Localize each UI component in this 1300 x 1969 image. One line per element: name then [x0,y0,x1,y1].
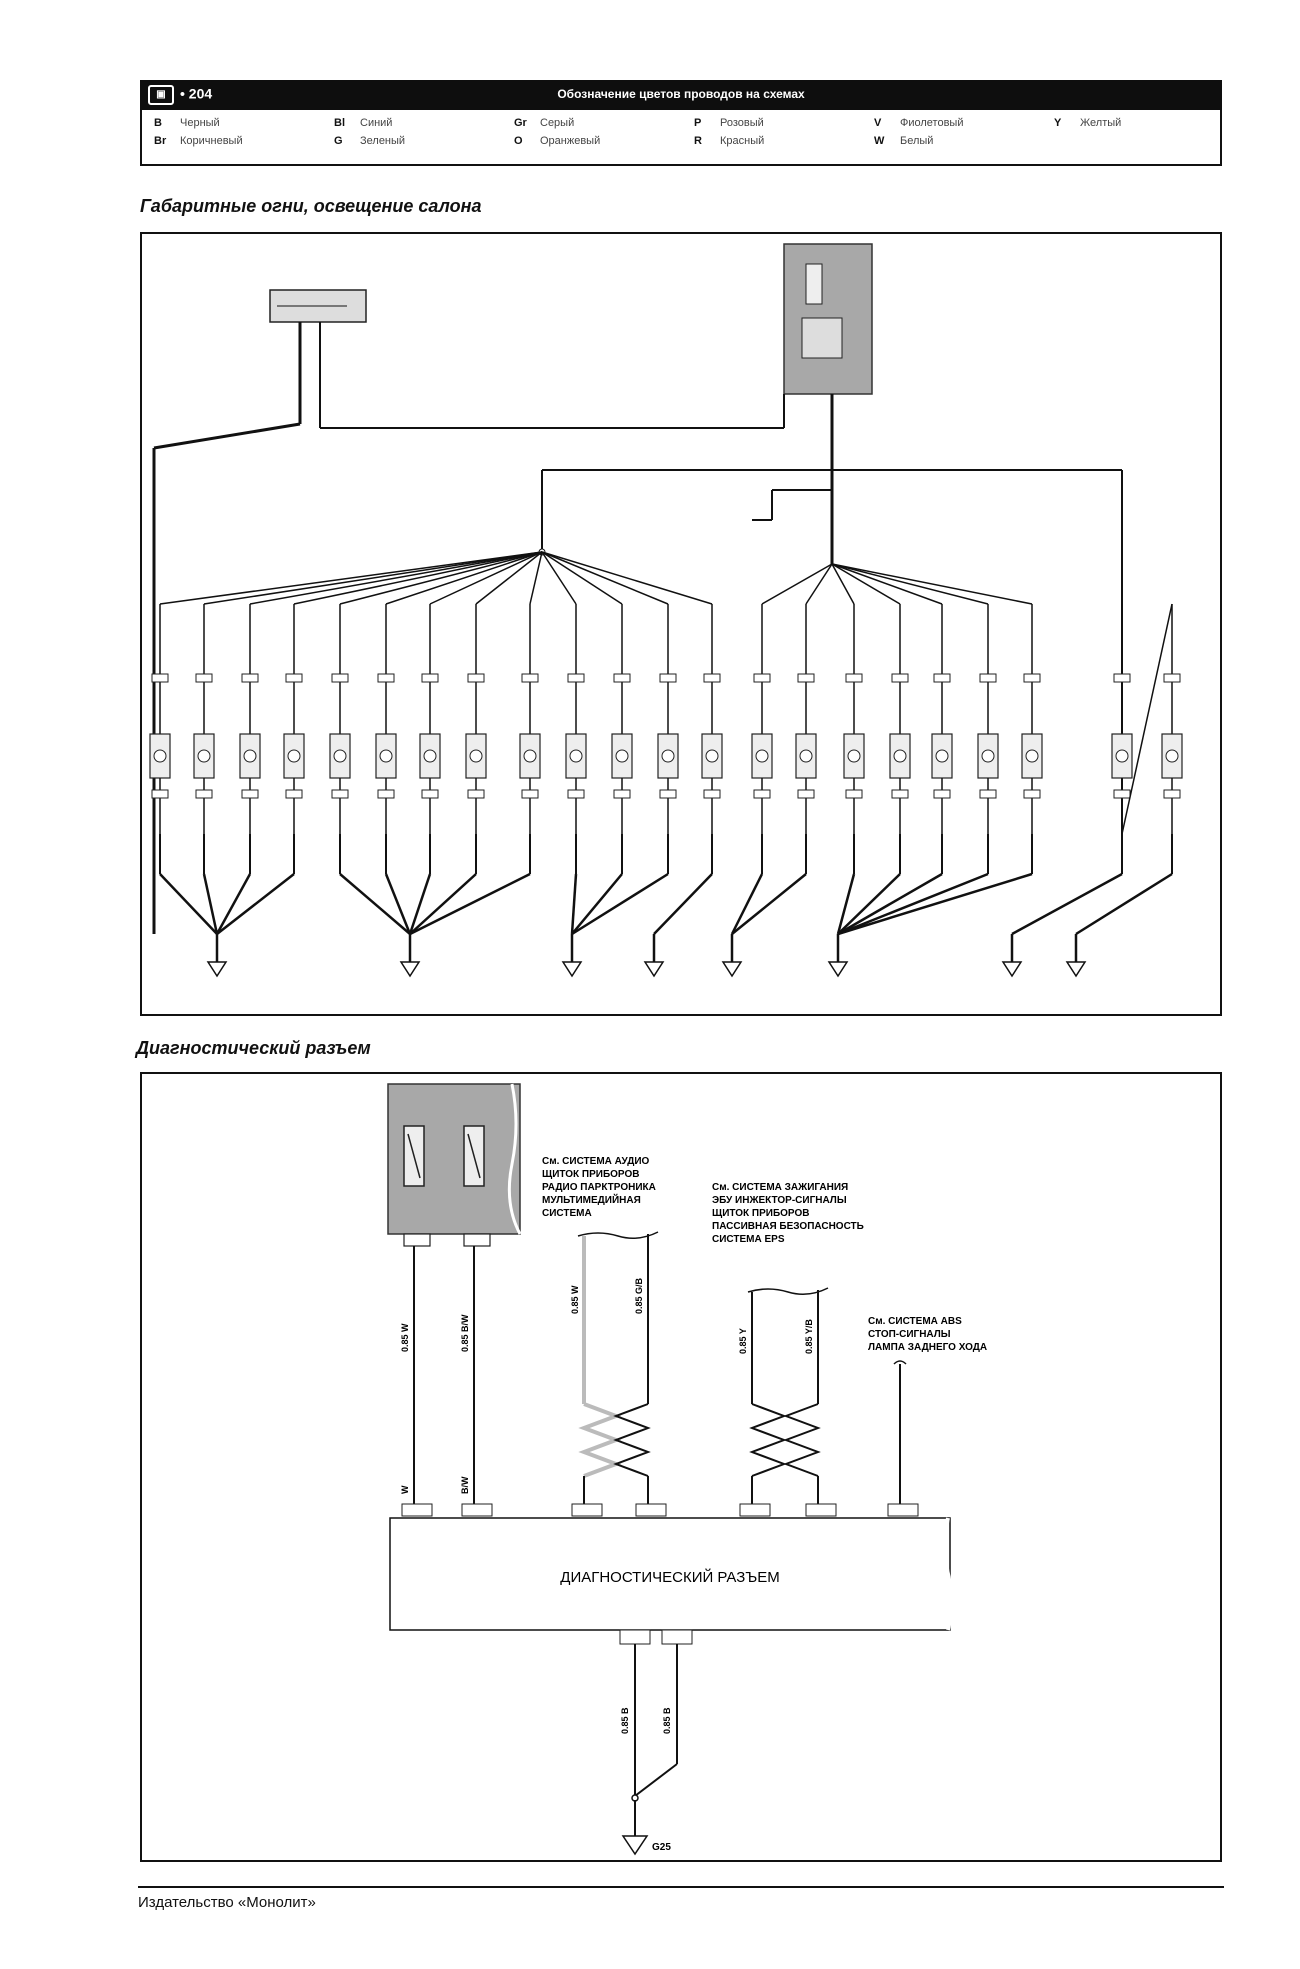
svg-text:0.85 W: 0.85 W [570,1285,580,1314]
svg-text:СТОП-СИГНАЛЫ: СТОП-СИГНАЛЫ [868,1329,951,1340]
ground-symbol [399,961,421,978]
bulb-icon [799,749,813,763]
ground-symbol [621,1835,649,1856]
section-title-diagnostic: Диагностический разъем [136,1038,371,1058]
svg-text:См. СИСТЕМА ЗАЖИГАНИЯ: См. СИСТЕМА ЗАЖИГАНИЯ [712,1182,848,1193]
ground-symbol [1065,961,1087,978]
bulb-icon [893,749,907,763]
lights-wiring-diagram [149,243,1183,978]
bulb-icon [935,749,949,763]
ground-symbol [827,961,849,978]
svg-text:СИСТЕМА EPS: СИСТЕМА EPS [712,1234,785,1245]
note-abs: См. СИСТЕМА ABS СТОП-СИГНАЛЫ ЛАМПА ЗАДНЕ… [868,1316,987,1353]
book-icon: ▣ [148,85,174,105]
ground-label: G25 [652,1842,671,1853]
svg-text:0.85 W: 0.85 W [400,1323,410,1352]
bulb-icon [379,749,393,763]
bulb-icon [981,749,995,763]
ground-symbol [721,961,743,978]
bulb-icon [287,749,301,763]
diagnostic-connector [389,1517,951,1631]
bulb-icon [469,749,483,763]
svg-text:РАДИО ПАРКТРОНИКА: РАДИО ПАРКТРОНИКА [542,1182,656,1193]
section-title-lights: Габаритные огни, освещение салона [140,196,482,216]
bulb-icon [523,749,537,763]
legend-header-bar: ▣• 204 Обозначение цветов проводов на сх… [140,80,1222,110]
bulb-icon [1165,749,1179,763]
connector-pins-top [401,1503,919,1517]
page-number-value: 204 [188,85,213,102]
page-number: ▣• 204 [148,85,212,105]
bulb-icon [197,749,211,763]
note-ignition: См. СИСТЕМА ЗАЖИГАНИЯ ЭБУ ИНЖЕКТОР-СИГНА… [712,1182,864,1245]
ground-symbol [561,961,583,978]
diagnostic-connector-label: ДИАГНОСТИЧЕСКИЙ РАЗЪЕМ [560,1568,779,1586]
svg-text:СИСТЕМА: СИСТЕМА [542,1208,592,1219]
ground-symbol [643,961,665,978]
svg-text:МУЛЬТИМЕДИЙНАЯ: МУЛЬТИМЕДИЙНАЯ [542,1193,641,1206]
svg-text:См. СИСТЕМА АУДИО: См. СИСТЕМА АУДИО [542,1156,650,1167]
relay-top [801,317,843,359]
bulb-icon [615,749,629,763]
svg-text:ЛАМПА ЗАДНЕГО ХОДА: ЛАМПА ЗАДНЕГО ХОДА [868,1342,987,1353]
note-audio: См. СИСТЕМА АУДИО ЩИТОК ПРИБОРОВ РАДИО П… [542,1156,656,1219]
svg-text:ПАССИВНАЯ БЕЗОПАСНОСТЬ: ПАССИВНАЯ БЕЗОПАСНОСТЬ [712,1221,864,1232]
bulb-icon [847,749,861,763]
ground-symbol [206,961,228,978]
ground-symbol [1001,961,1023,978]
diagram-frame-diagnostic: 0.85 W 0.85 B/W W B/W См. СИСТЕМА АУДИО … [140,1072,1222,1862]
footer-divider [138,1886,1224,1888]
bulb-icon [661,749,675,763]
bulb-icon [705,749,719,763]
svg-text:0.85 Y: 0.85 Y [738,1328,748,1354]
publisher-footer: Издательство «Монолит» [138,1894,316,1911]
bulb-icon [423,749,437,763]
svg-text:0.85 G/B: 0.85 G/B [634,1277,644,1314]
bulb-icon [153,749,167,763]
svg-text:W: W [400,1485,410,1494]
bulb-icon [333,749,347,763]
diagram-frame-lights [140,232,1222,1016]
fuse-top-1 [805,263,823,305]
svg-text:0.85 B: 0.85 B [620,1707,630,1734]
bulb-icon [243,749,257,763]
svg-text:ЩИТОК ПРИБОРОВ: ЩИТОК ПРИБОРОВ [542,1169,639,1180]
bulb-icon [1115,749,1129,763]
svg-text:0.85 Y/B: 0.85 Y/B [804,1319,814,1354]
svg-text:0.85 B/W: 0.85 B/W [460,1314,470,1352]
bulb-icon [755,749,769,763]
bulb-icon [1025,749,1039,763]
legend-title: Обозначение цветов проводов на схемах [557,87,805,101]
svg-text:ЭБУ ИНЖЕКТОР-СИГНАЛЫ: ЭБУ ИНЖЕКТОР-СИГНАЛЫ [712,1195,847,1206]
svg-text:B/W: B/W [460,1476,470,1494]
svg-text:ЩИТОК ПРИБОРОВ: ЩИТОК ПРИБОРОВ [712,1208,809,1219]
diagnostic-wiring-diagram: 0.85 W 0.85 B/W W B/W См. СИСТЕМА АУДИО … [387,1083,987,1856]
svg-text:0.85 B: 0.85 B [662,1707,672,1734]
svg-text:См. СИСТЕМА ABS: См. СИСТЕМА ABS [868,1316,962,1327]
bulb-icon [569,749,583,763]
